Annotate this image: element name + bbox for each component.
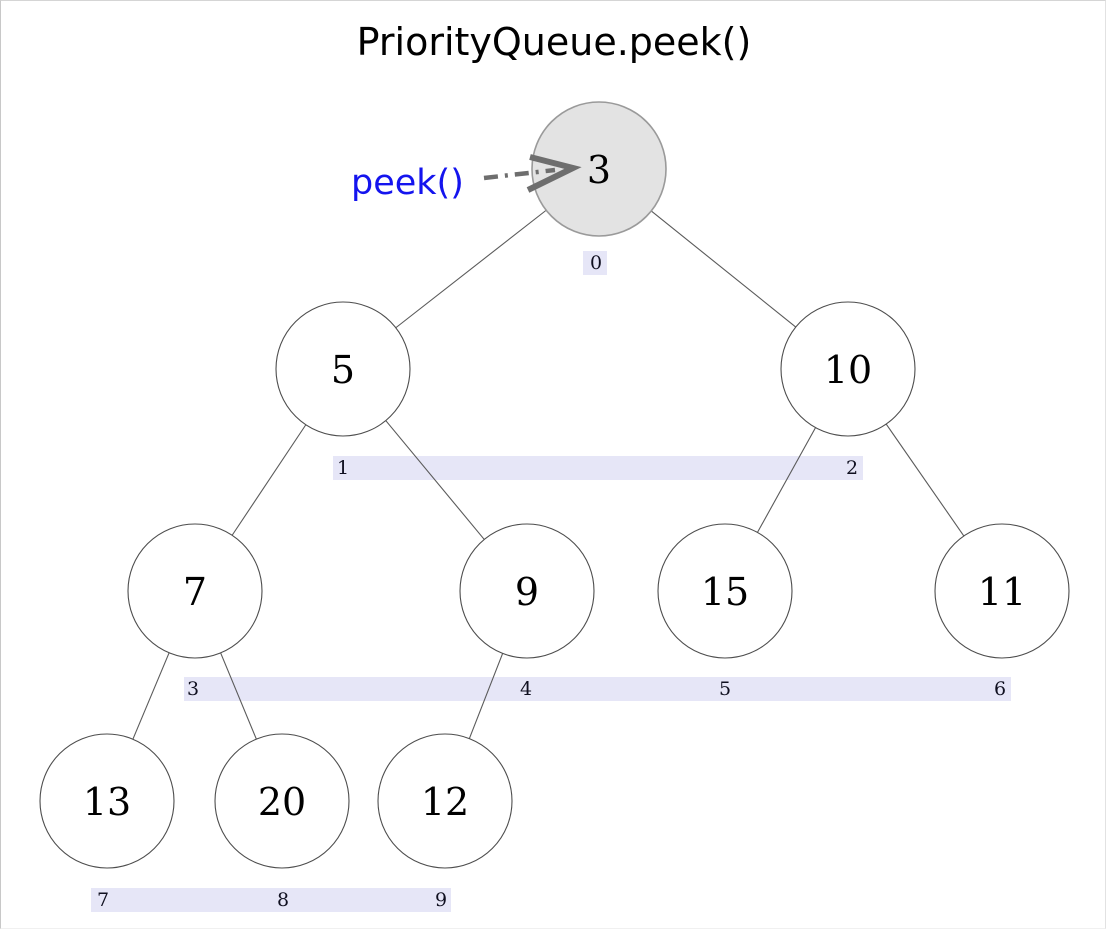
- index-band-level-0: [583, 251, 607, 275]
- tree-edge-7-13: [132, 652, 170, 740]
- node-circle-3: [531, 101, 667, 237]
- node-circle-20: [214, 733, 350, 869]
- index-label-3: 3: [187, 678, 199, 700]
- index-label-2: 2: [846, 457, 858, 479]
- peek-arrow-line: [483, 167, 556, 181]
- node-circle-12: [377, 733, 513, 869]
- node-label-9: 9: [515, 570, 539, 614]
- tree-node-9[interactable]: 9: [459, 523, 595, 659]
- tree-node-20[interactable]: 20: [214, 733, 350, 869]
- tree-edge-9-12: [468, 653, 504, 739]
- tree-node-5[interactable]: 5: [275, 301, 411, 437]
- page-title: PriorityQueue.peek(): [356, 20, 752, 64]
- node-circle-10: [780, 301, 916, 437]
- tree-node-12[interactable]: 12: [377, 733, 513, 869]
- index-label-8: 8: [277, 889, 289, 911]
- peek-annotation-group: peek(): [351, 154, 582, 203]
- node-label-12: 12: [421, 780, 469, 824]
- tree-node-15[interactable]: 15: [657, 523, 793, 659]
- tree-node-13[interactable]: 13: [39, 733, 175, 869]
- node-circle-13: [39, 733, 175, 869]
- node-circle-9: [459, 523, 595, 659]
- index-label-4: 4: [520, 678, 532, 700]
- tree-edge-10-15: [756, 427, 817, 533]
- tree-edges-group: [132, 209, 965, 740]
- node-circle-11: [934, 523, 1070, 659]
- index-label-7: 7: [97, 889, 109, 911]
- node-label-7: 7: [183, 570, 207, 614]
- tree-edge-5-9: [385, 420, 485, 540]
- index-label-5: 5: [719, 678, 731, 700]
- node-label-3: 3: [587, 148, 611, 192]
- tree-node-3[interactable]: 3: [531, 101, 667, 237]
- tree-edge-5-7: [231, 424, 307, 536]
- index-band-level-3: [91, 888, 451, 912]
- index-label-0: 0: [590, 252, 602, 274]
- tree-node-10[interactable]: 10: [780, 301, 916, 437]
- index-band-level-2: [184, 677, 1011, 701]
- tree-edge-3-5: [395, 209, 547, 329]
- index-label-9: 9: [435, 889, 447, 911]
- tree-edge-7-20: [220, 652, 257, 740]
- index-label-1: 1: [337, 457, 349, 479]
- node-label-13: 13: [83, 780, 131, 824]
- index-label-6: 6: [994, 678, 1006, 700]
- index-band-level-1: [333, 456, 863, 480]
- node-circle-15: [657, 523, 793, 659]
- tree-node-7[interactable]: 7: [127, 523, 263, 659]
- tree-node-11[interactable]: 11: [934, 523, 1070, 659]
- tree-edge-10-11: [885, 423, 965, 537]
- peek-annotation-label: peek(): [351, 163, 464, 203]
- peek-arrow-head-icon: [526, 154, 582, 193]
- node-label-15: 15: [701, 570, 749, 614]
- node-label-10: 10: [824, 348, 872, 392]
- node-circle-7: [127, 523, 263, 659]
- node-label-5: 5: [331, 348, 355, 392]
- node-label-11: 11: [978, 570, 1026, 614]
- node-label-20: 20: [258, 780, 306, 824]
- node-circle-5: [275, 301, 411, 437]
- tree-edge-3-10: [650, 210, 797, 328]
